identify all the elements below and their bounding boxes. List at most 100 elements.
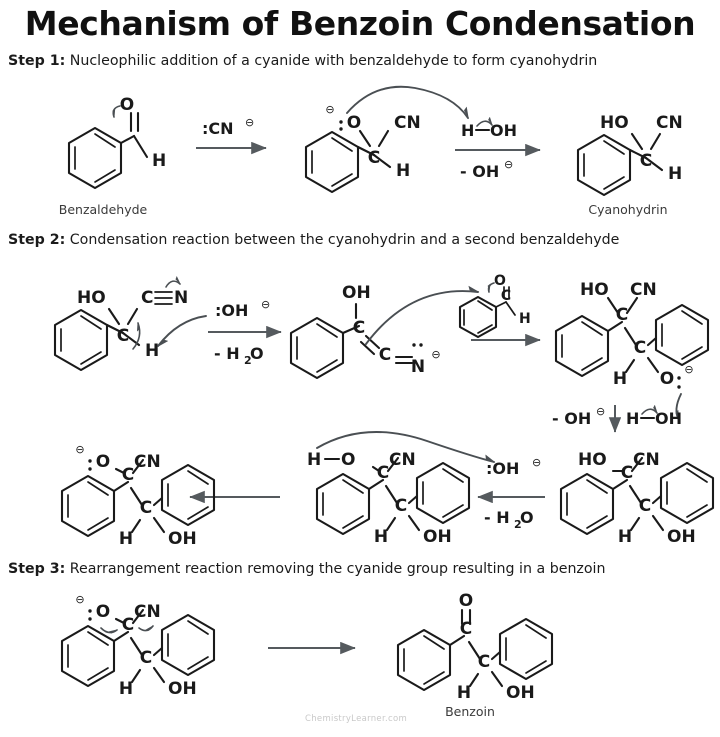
group-label-oh5: OH: [168, 679, 197, 699]
reagent-water-h-2: H: [626, 409, 639, 428]
step-2-label: Step 2:: [8, 232, 66, 248]
reagent-water-oh-2: OH: [655, 409, 682, 428]
charge-minus-4: ⊖: [75, 443, 84, 456]
atom-label-c4: C: [117, 326, 129, 346]
reagent-cyanide-label: :CN: [202, 119, 234, 138]
byproduct-hydroxide-charge: ⊖: [504, 158, 513, 171]
step-2-text: Condensation reaction between the cyanoh…: [65, 232, 620, 248]
group-label-cn6: CN: [134, 452, 161, 472]
atom-label-o6: O: [96, 602, 110, 622]
byproduct-water-sub-1: 2: [244, 354, 252, 367]
group-label-cn2: CN: [656, 113, 683, 133]
reagent-cyanide-charge: ⊖: [245, 116, 254, 129]
charge-minus-3: ⊖: [684, 363, 693, 376]
carbanion-attack-arrow: [365, 285, 480, 345]
protonated-diol-structure: C H O CN C H OH: [307, 431, 496, 547]
reagent-hydroxide-charge: ⊖: [261, 298, 270, 311]
atom-label-h8: H: [307, 450, 321, 470]
group-label-cn3: CN: [630, 280, 657, 300]
byproduct-hydroxide-charge-2: ⊖: [596, 405, 605, 418]
atom-label-h6: H: [613, 369, 627, 389]
step-3-label: Step 3:: [8, 561, 66, 577]
atom-label-c16: C: [140, 498, 152, 518]
group-label-oh4: OH: [168, 529, 197, 549]
charge-minus-5: ⊖: [75, 593, 84, 606]
byproduct-water-2: - H: [484, 508, 510, 527]
reagent-hydroxide-label-2: :OH: [486, 459, 519, 478]
group-label-oh6: OH: [506, 683, 535, 703]
atom-label-h7: H: [618, 527, 632, 547]
watermark: ChemistryLearner.com: [305, 714, 408, 724]
pi-shift-arrow: [165, 276, 181, 288]
reagent-water-block: H OH - OH ⊖: [455, 116, 541, 181]
atom-label-c13: C: [377, 463, 389, 483]
reagent-hydroxide-block-1: :OH ⊖ - H 2 O: [208, 298, 282, 367]
cyanohydrin-alkoxide-intermediate: C O ⊖ CN H: [304, 85, 469, 194]
atom-label-n: N: [174, 288, 188, 308]
deprotonation-arrow-long: [316, 431, 496, 463]
group-label-ho2: HO: [77, 288, 106, 308]
byproduct-water-o-2: O: [520, 508, 534, 527]
group-label-oh3: OH: [423, 527, 452, 547]
reagent-hydroxide-block-2: :OH ⊖ - H 2 O: [477, 456, 545, 531]
step-1-label: Step 1:: [8, 53, 66, 69]
byproduct-hydroxide: - OH: [460, 162, 499, 181]
atom-label-c10: C: [634, 338, 646, 358]
atom-label-o-minus: O: [347, 113, 361, 133]
cyanide-leaving-arrow: [138, 624, 154, 632]
group-label-cn5: CN: [389, 450, 416, 470]
group-label-ho4: HO: [578, 450, 607, 470]
atom-label-c: C: [368, 148, 380, 168]
atom-label-h4: H: [145, 341, 159, 361]
atom-label-c14: C: [395, 496, 407, 516]
reagent-cyanide-block: :CN ⊖: [196, 116, 267, 155]
carbonyl-arrow-2: [487, 282, 495, 294]
alkoxide-nitrile-structure: C O ⊖ CN C H OH: [60, 443, 216, 549]
bond-break-arrow: [476, 116, 493, 127]
reagent-water-oh: OH: [490, 121, 517, 140]
group-label-cn4: CN: [633, 450, 660, 470]
step-3-text: Rearrangement reaction removing the cyan…: [65, 561, 606, 577]
atom-label-h5: H: [519, 311, 531, 327]
reagent-hydroxide-label: :OH: [215, 301, 248, 320]
atom-label-c12: C: [639, 496, 651, 516]
atom-label-o3: O: [660, 369, 674, 389]
caption-benzoin: Benzoin: [445, 704, 495, 719]
carbanion-intermediate: C OH C N ⊖: [289, 283, 480, 380]
atom-label-h: H: [152, 151, 166, 171]
byproduct-hydroxide-2: - OH: [552, 409, 591, 428]
atom-label-h12: H: [457, 683, 471, 703]
charge-minus-2: ⊖: [431, 348, 440, 361]
group-label-cn: CN: [394, 113, 421, 133]
step-2-heading: Step 2: Condensation reaction between th…: [8, 232, 714, 248]
atom-label-c19: C: [460, 619, 472, 639]
step-3-heading: Step 3: Rearrangement reaction removing …: [8, 561, 714, 577]
base-attack-arrow: [157, 315, 207, 348]
rearrangement-substrate-structure: C O ⊖ CN C H OH: [60, 593, 216, 699]
atom-label-c15: C: [122, 465, 134, 485]
charge-minus: ⊖: [325, 103, 334, 116]
lone-pair-shift-arrow: [100, 627, 119, 634]
atom-label-n2: N: [411, 357, 425, 377]
alkoxide-adduct-structure: C HO CN C H O ⊖: [554, 280, 710, 422]
atom-label-c7: C: [379, 345, 391, 365]
atom-label-o4: O: [341, 450, 355, 470]
ch-deprotonation-arrow: [132, 321, 141, 350]
caption-benzaldehyde: Benzaldehyde: [59, 202, 148, 217]
benzaldehyde-structure: O H Benzaldehyde: [59, 95, 166, 217]
cyanohydrin-deprotonation-structure: C HO C N H: [53, 276, 207, 372]
step-1-heading: Step 1: Nucleophilic addition of a cyani…: [8, 53, 714, 69]
reagent-hydroxide-charge-2: ⊖: [532, 456, 541, 469]
atom-label-c11: C: [621, 463, 633, 483]
byproduct-water-1: - H: [214, 344, 240, 363]
bond-break-arrow-2: [641, 404, 658, 415]
atom-label-h11: H: [119, 679, 133, 699]
diol-nitrile-structure: C HO CN C H OH: [559, 450, 715, 547]
atom-label-c18: C: [140, 648, 152, 668]
electron-arrow: [112, 105, 121, 119]
group-label-cn7: CN: [134, 602, 161, 622]
step-1-text: Nucleophilic addition of a cyanide with …: [65, 53, 598, 69]
reagent-water-h: H: [461, 121, 474, 140]
